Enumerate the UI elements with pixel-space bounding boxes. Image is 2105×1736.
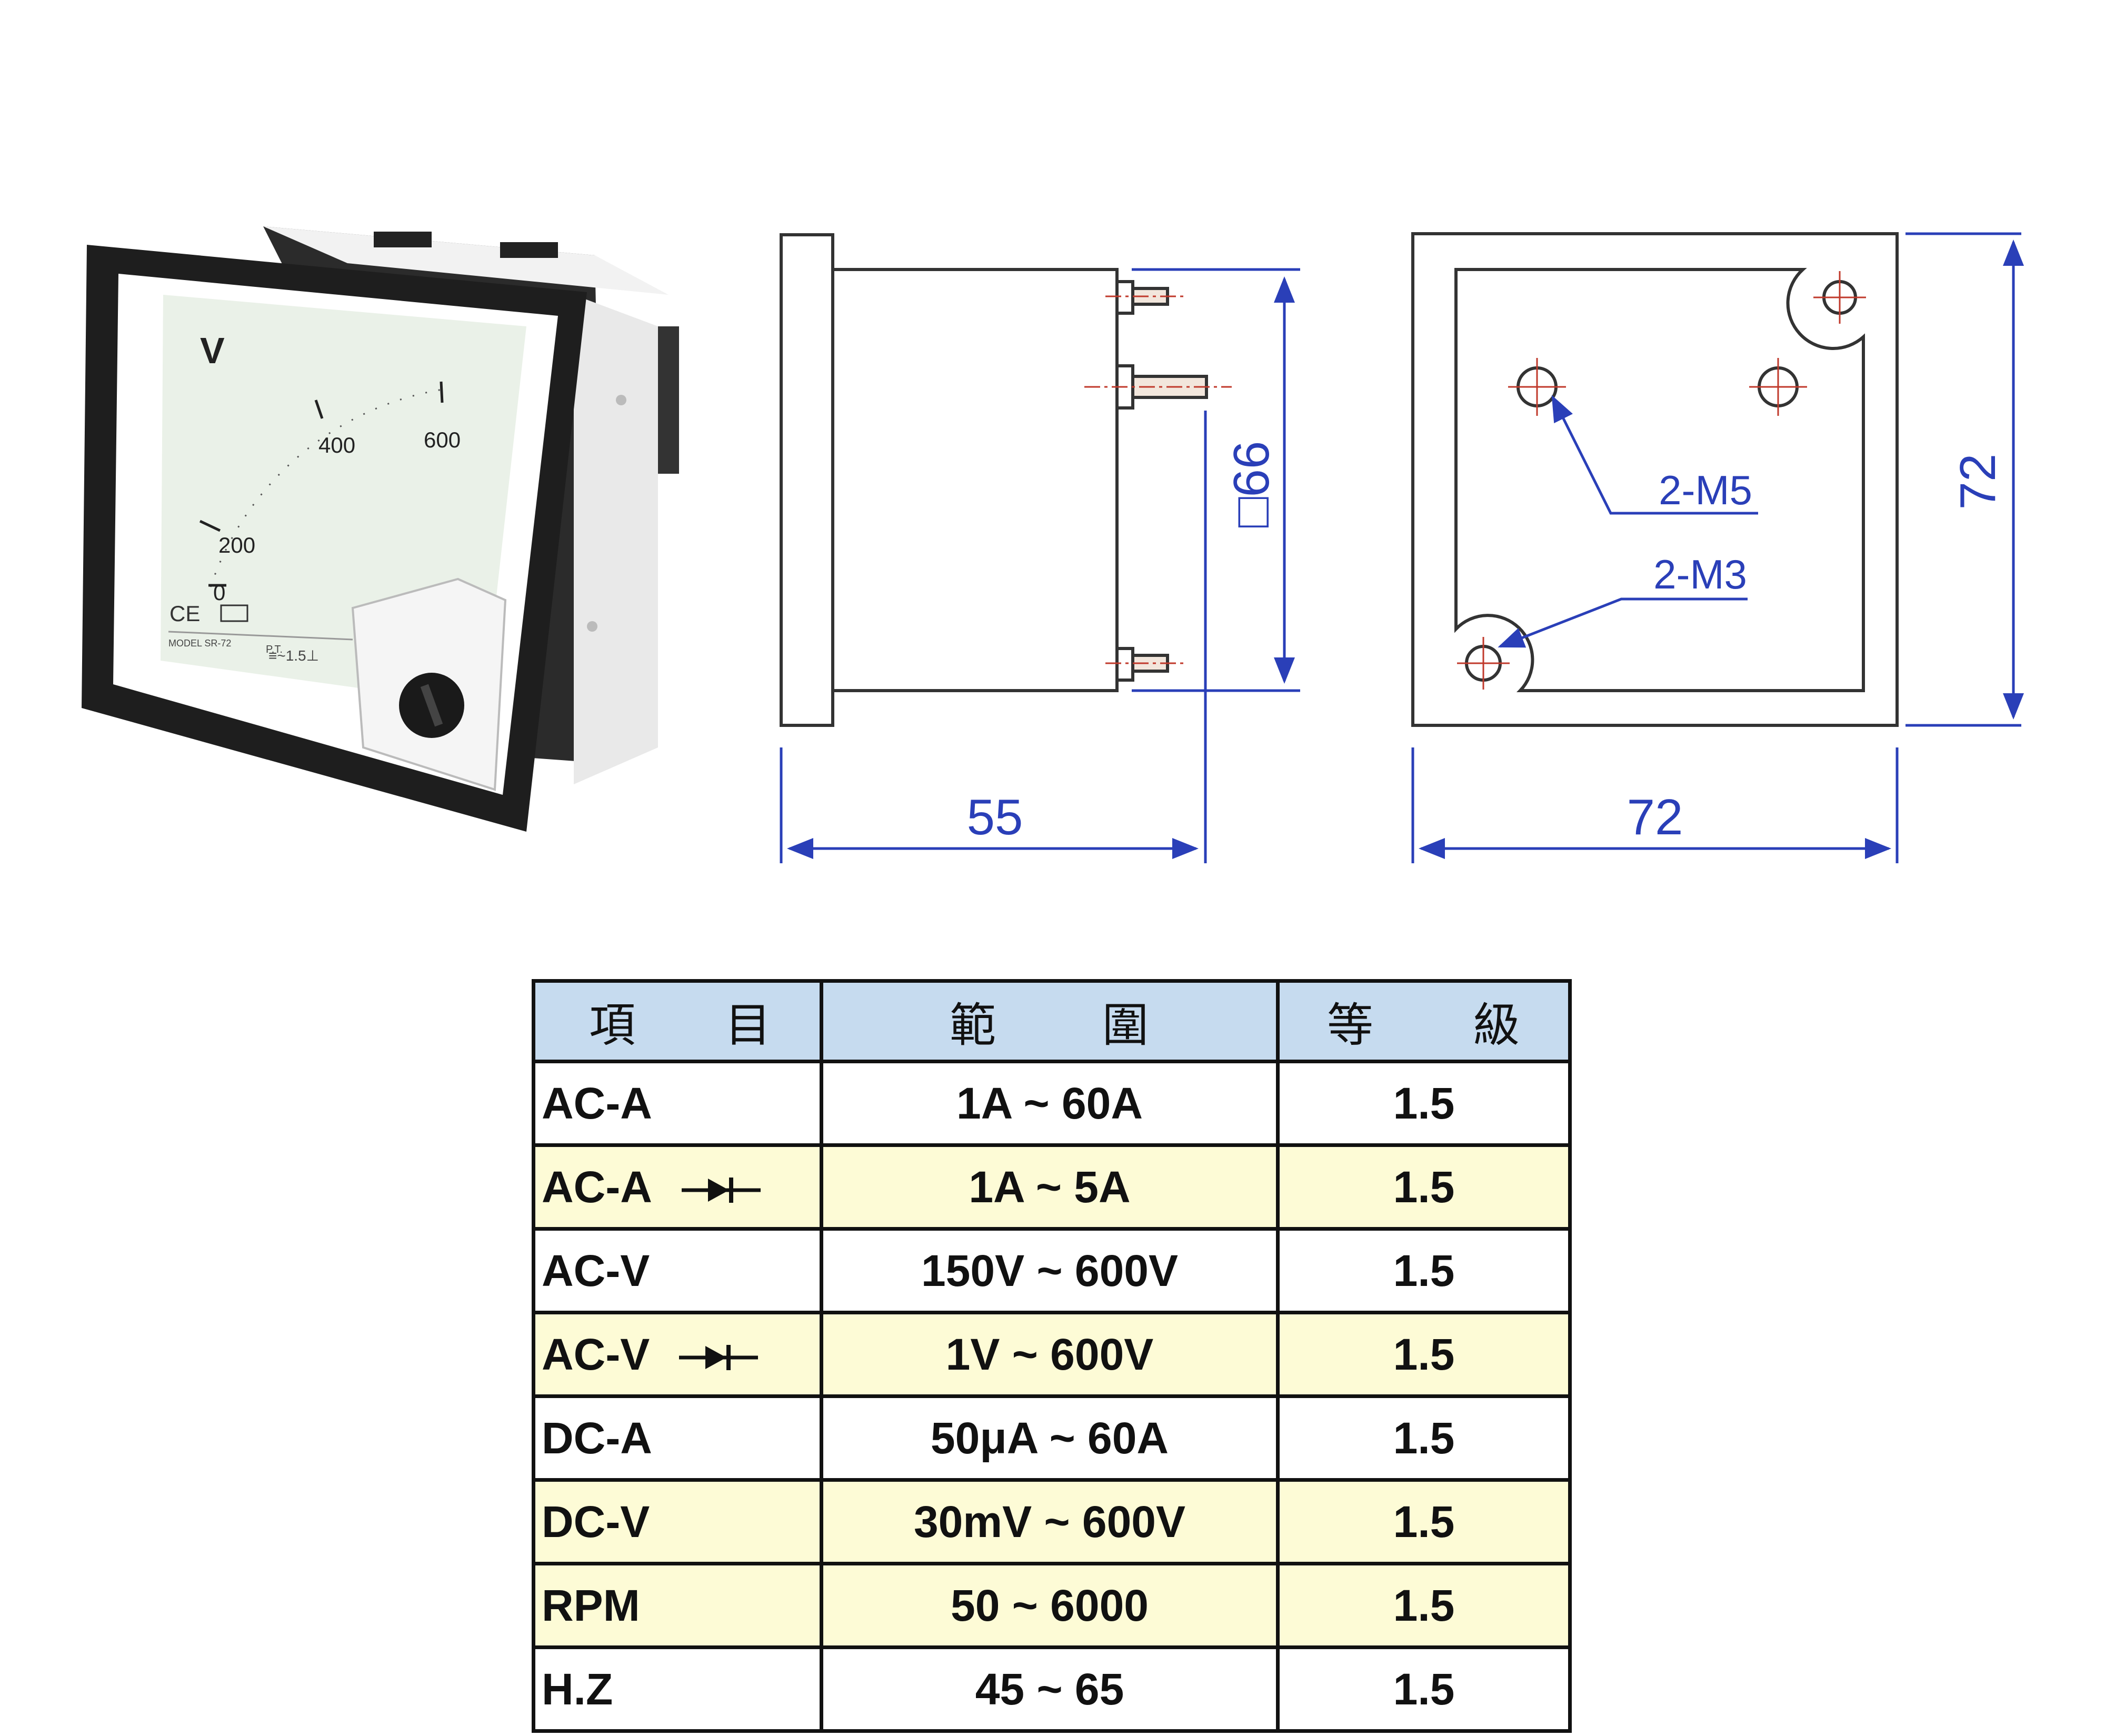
cell-class-text: 1.5 [1393,1245,1455,1295]
model-text: MODEL SR-72 [168,638,231,648]
cell-class: 1.5 [1276,1227,1572,1314]
table-row: DC-V 30mV ~ 600V 1.5 [532,1478,1572,1565]
side-view-drawing [780,233,1232,727]
scale-label-200: 200 [218,533,255,557]
cell-class: 1.5 [1276,1645,1572,1733]
cell-item: H.Z [532,1645,823,1733]
cell-item-text: H.Z [542,1664,613,1714]
rear-view-callouts [1498,395,1758,648]
table-header-row: 項目 範圍 等級 [532,979,1572,1063]
callout-m3: 2-M3 [1653,551,1747,597]
cell-range-text: 1V ~ 600V [945,1329,1154,1379]
cell-range: 1A ~ 60A [820,1060,1280,1147]
cell-class-text: 1.5 [1393,1329,1455,1379]
scale-label-400: 400 [318,433,355,457]
cell-range-text: 1A ~ 5A [969,1162,1131,1212]
class-text: ≡~1.5⊥ [268,647,319,664]
cell-class: 1.5 [1276,1394,1572,1482]
cell-item: DC-A [532,1394,823,1482]
cell-range: 150V ~ 600V [820,1227,1280,1314]
cell-item: RPM [532,1562,823,1649]
cell-range-text: 50μA ~ 60A [930,1413,1169,1463]
cell-class: 1.5 [1276,1060,1572,1147]
cell-class-text: 1.5 [1393,1496,1455,1547]
cell-range-text: 30mV ~ 600V [913,1496,1186,1547]
meter-side-panel [574,295,658,784]
cell-class-text: 1.5 [1393,1078,1455,1128]
cell-item: AC-A [532,1143,823,1231]
table-row: DC-A 50μA ~ 60A 1.5 [532,1394,1572,1482]
table-row: H.Z 45 ~ 65 1.5 [532,1645,1572,1733]
cell-item: AC-V [532,1227,823,1314]
cell-range-text: 50 ~ 6000 [950,1580,1149,1630]
rear-height-label: 72 [1950,454,2006,510]
cell-item-text: RPM [542,1580,640,1630]
cell-item: AC-A [532,1060,823,1147]
scale-label-600: 600 [424,427,461,452]
cell-class-text: 1.5 [1393,1162,1455,1212]
cell-range-text: 150V ~ 600V [921,1245,1179,1295]
cell-class-text: 1.5 [1393,1413,1455,1463]
rear-view-dimensions [1411,232,2024,863]
cell-item-text: AC-A [542,1078,652,1128]
cell-class-text: 1.5 [1393,1664,1455,1714]
header-class: 等級 [1276,979,1572,1063]
table-row: AC-A 1A ~ 60A 1.5 [532,1060,1572,1147]
cell-class: 1.5 [1276,1311,1572,1398]
cell-item: AC-V [532,1311,823,1398]
cell-range: 1V ~ 600V [820,1311,1280,1398]
cell-item-text: AC-V [542,1245,650,1295]
rear-width-label: 72 [1627,789,1683,845]
cell-item-text: AC-V [542,1329,650,1379]
diode-icon [679,1345,759,1371]
side-view-dimensions [780,268,1300,863]
product-figure: V 0 200 400 600 CE MODEL SR-72 P.T. ≡~1.… [82,226,2024,863]
scale-label-0: 0 [213,580,225,605]
cell-item-text: DC-A [542,1413,652,1463]
side-height-label: □66 [1223,441,1280,528]
pt-text: P.T. [266,644,283,655]
header-item: 項目 [532,979,823,1063]
cell-class-text: 1.5 [1393,1580,1455,1630]
cell-range-text: 45 ~ 65 [975,1664,1124,1714]
header-range: 範圍 [820,979,1280,1063]
cell-item-text: AC-A [542,1162,652,1212]
cell-item-text: DC-V [542,1496,650,1547]
diode-icon [681,1178,761,1203]
table-row: AC-V 1V ~ 600V 1.5 [532,1311,1572,1398]
cell-class: 1.5 [1276,1478,1572,1565]
cell-class: 1.5 [1276,1143,1572,1231]
ce-mark: CE [169,601,200,626]
table-row: RPM 50 ~ 6000 1.5 [532,1562,1572,1649]
dial-unit-label: V [200,330,225,371]
table-row: AC-V 150V ~ 600V 1.5 [532,1227,1572,1314]
cell-range: 50μA ~ 60A [820,1394,1280,1482]
side-width-label: 55 [967,789,1023,845]
approval-mark-icon [220,604,248,622]
meter-photo: V 0 200 400 600 CE MODEL SR-72 P.T. ≡~1.… [82,226,679,832]
cell-range: 50 ~ 6000 [820,1562,1280,1649]
cell-range: 1A ~ 5A [820,1143,1280,1231]
callout-m5: 2-M5 [1659,467,1752,513]
cell-item: DC-V [532,1478,823,1565]
cell-range: 45 ~ 65 [820,1645,1280,1733]
rear-view-drawing [1411,232,1899,727]
cell-range-text: 1A ~ 60A [956,1078,1143,1128]
cell-range: 30mV ~ 600V [820,1478,1280,1565]
table-row: AC-A 1A ~ 5A 1.5 [532,1143,1572,1231]
cell-class: 1.5 [1276,1562,1572,1649]
